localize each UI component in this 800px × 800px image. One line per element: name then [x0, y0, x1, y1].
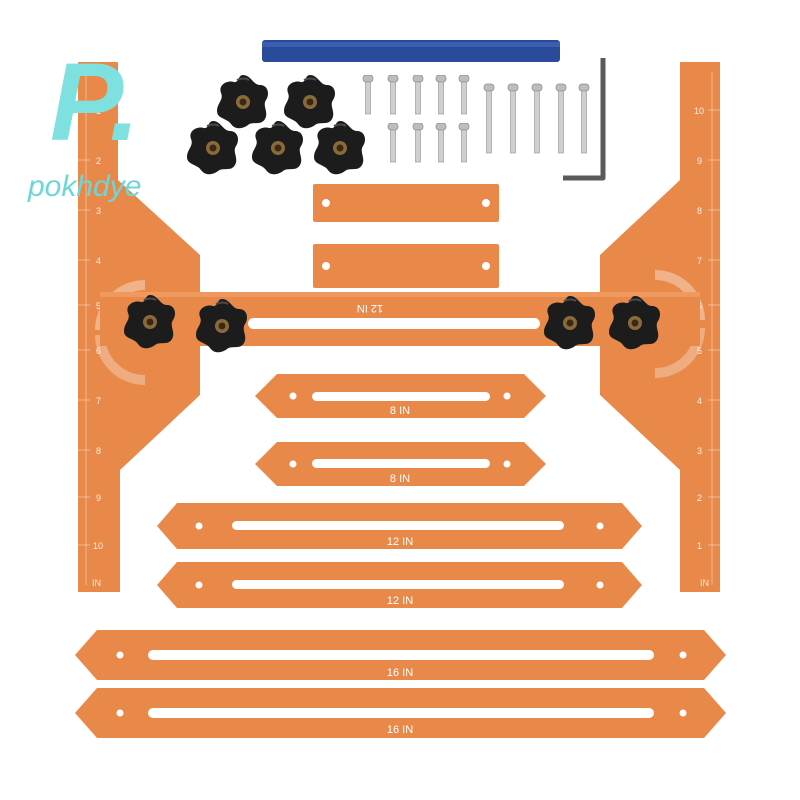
rail-16in-label: 16 IN [387, 667, 413, 679]
crossbar-rail [100, 292, 700, 346]
rail-12in-label: 12 IN [387, 595, 413, 607]
right-ruler-number: 4 [697, 396, 702, 406]
small-plate [313, 244, 499, 288]
crossbar-label: 12 IN [357, 302, 383, 314]
rail-8in-label: 8 IN [390, 405, 410, 417]
left-ruler-unit: IN [92, 578, 101, 588]
right-ruler-number: 3 [697, 446, 702, 456]
right-ruler-number: 10 [694, 106, 704, 116]
rail-8in-label: 8 IN [390, 473, 410, 485]
rail-12in-label: 12 IN [387, 536, 413, 548]
left-ruler-number: 5 [96, 301, 101, 311]
right-ruler-number: 2 [697, 493, 702, 503]
left-ruler-number: 1 [96, 106, 101, 116]
right-ruler-number: 9 [697, 156, 702, 166]
right-ruler-unit: IN [700, 578, 709, 588]
brand-logo-letter: P. [50, 41, 140, 164]
left-ruler-number: 8 [96, 446, 101, 456]
rail-16in [75, 688, 726, 738]
left-ruler-number: 7 [96, 396, 101, 406]
right-ruler-number: 1 [697, 541, 702, 551]
left-ruler-number: 3 [96, 206, 101, 216]
left-ruler-number: 4 [96, 256, 101, 266]
brand-logo-name: pokhdye [27, 170, 141, 203]
rail-12in [157, 503, 642, 549]
left-ruler-number: 10 [93, 541, 103, 551]
rail-16in [75, 630, 726, 680]
right-ruler-number: 7 [697, 256, 702, 266]
blue-rod-highlight [262, 42, 560, 47]
loose-knobs [186, 74, 366, 176]
rail-8in [255, 374, 546, 418]
rail-12in [157, 562, 642, 608]
rail-8in [255, 442, 546, 486]
left-ruler-number: 2 [96, 156, 101, 166]
right-ruler-number: 5 [697, 346, 702, 356]
small-plate [313, 184, 499, 222]
right-ruler-number: 8 [697, 206, 702, 216]
left-ruler-number: 9 [96, 493, 101, 503]
screws [362, 75, 590, 163]
hex-wrench [563, 58, 606, 181]
rail-16in-label: 16 IN [387, 724, 413, 736]
left-ruler-number: 6 [96, 346, 101, 356]
